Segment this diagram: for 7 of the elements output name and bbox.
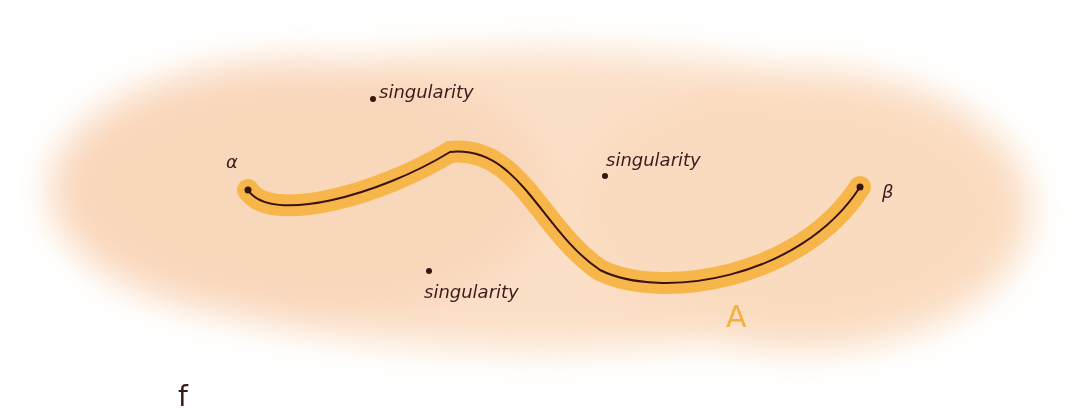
singularity-label: singularity <box>379 82 474 102</box>
function-label: f <box>178 382 188 413</box>
singularity-label: singularity <box>424 282 519 302</box>
point-label: β <box>882 182 894 202</box>
singularity-label: singularity <box>606 150 701 170</box>
path-label: A <box>726 300 747 333</box>
point-label: α <box>226 152 238 172</box>
